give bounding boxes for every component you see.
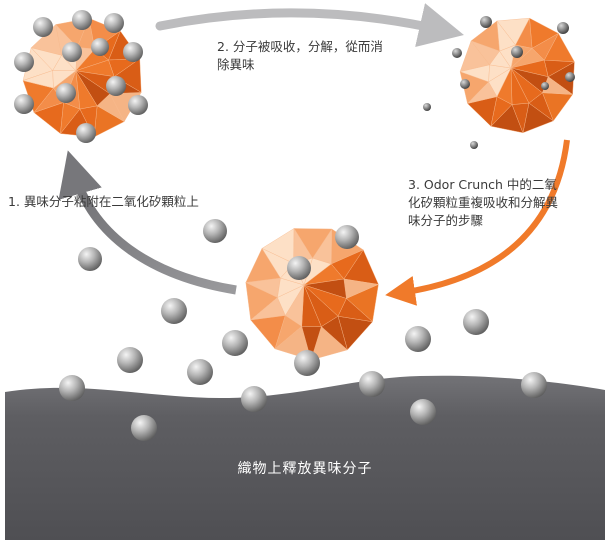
odor-molecule xyxy=(565,72,575,82)
silica-particle-top-right xyxy=(459,17,576,134)
silica-layer xyxy=(22,17,576,361)
step1-label: 1. 異味分子粘附在二氧化矽顆粒上 xyxy=(8,194,199,209)
odor-molecule xyxy=(62,42,82,62)
silica-particle-center xyxy=(245,227,380,361)
arrow-step3 xyxy=(385,139,570,306)
odor-molecule xyxy=(470,141,478,149)
odor-molecule xyxy=(123,42,143,62)
odor-molecule xyxy=(128,95,148,115)
odor-molecule xyxy=(161,298,187,324)
odor-molecule xyxy=(91,38,109,56)
odor-molecule xyxy=(187,359,213,385)
arrow-step2 xyxy=(155,3,464,48)
odor-molecule xyxy=(460,79,470,89)
odor-molecule xyxy=(56,83,76,103)
odor-molecule xyxy=(521,372,547,398)
fabric-label: 織物上釋放異味分子 xyxy=(237,461,373,477)
odor-molecule xyxy=(14,52,34,72)
odor-molecule xyxy=(203,219,227,243)
odor-molecule xyxy=(423,103,431,111)
molecule-layer xyxy=(14,10,575,441)
odor-molecule xyxy=(405,326,431,352)
odor-molecule xyxy=(131,415,157,441)
arrow-step1 xyxy=(58,150,237,295)
step3-label: 3. Odor Crunch 中的二氧 化矽顆粒重複吸收和分解異 味分子的步驟 xyxy=(408,177,559,228)
odor-molecule xyxy=(33,17,53,37)
step2-label: 2. 分子被吸收，分解，從而消 除異味 xyxy=(217,39,383,72)
odor-molecule xyxy=(78,247,102,271)
odor-molecule xyxy=(335,225,359,249)
odor-molecule xyxy=(480,16,492,28)
odor-molecule xyxy=(76,123,96,143)
odor-molecule xyxy=(410,399,436,425)
odor-molecule xyxy=(241,386,267,412)
odor-molecule xyxy=(106,76,126,96)
odor-molecule xyxy=(294,350,320,376)
odor-molecule xyxy=(59,375,85,401)
odor-molecule xyxy=(72,10,92,30)
odor-molecule xyxy=(511,46,523,58)
odor-molecule xyxy=(104,13,124,33)
odor-molecule xyxy=(541,82,549,90)
odor-molecule xyxy=(452,48,462,58)
odor-molecule xyxy=(557,22,569,34)
odor-molecule xyxy=(359,371,385,397)
odor-molecule xyxy=(117,347,143,373)
odor-molecule xyxy=(287,256,311,280)
odor-molecule xyxy=(222,330,248,356)
fabric-surface xyxy=(5,375,605,540)
odor-molecule xyxy=(463,309,489,335)
odor-molecule xyxy=(14,94,34,114)
